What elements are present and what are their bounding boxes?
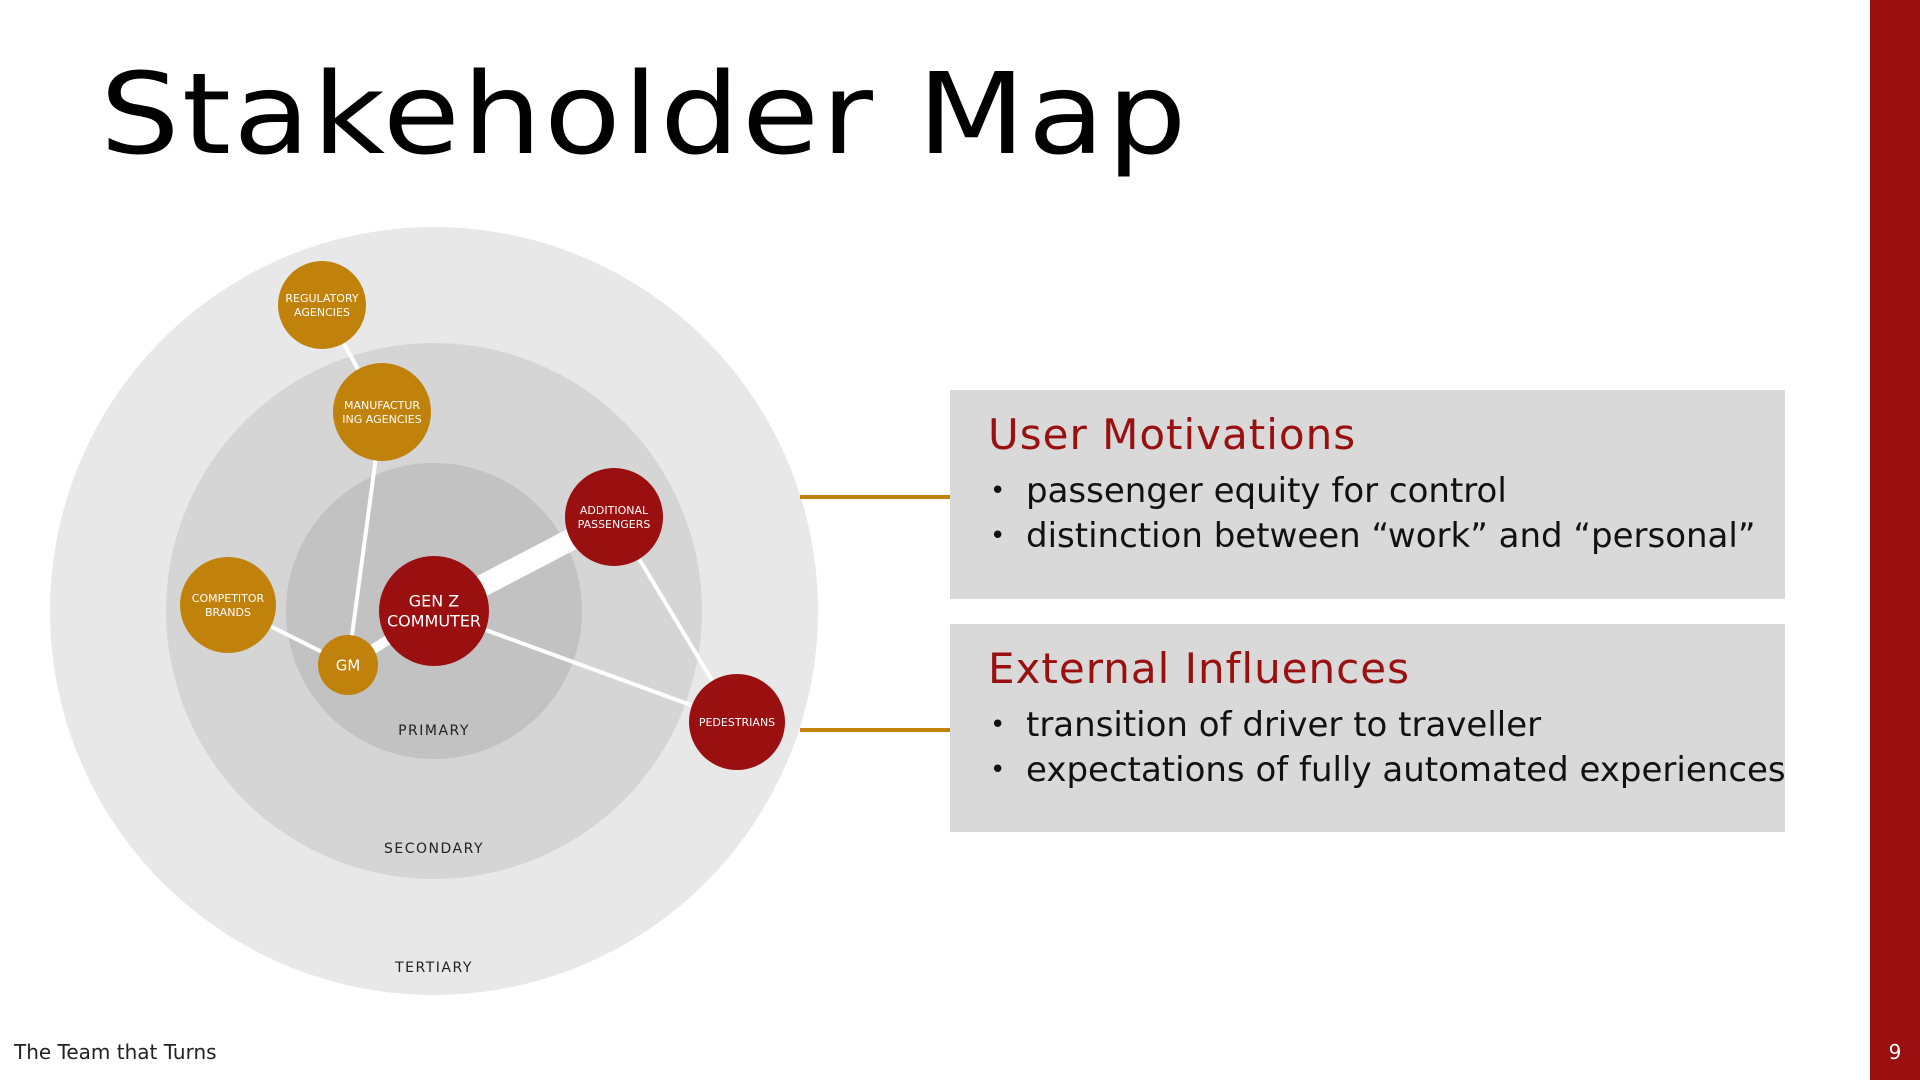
accent-sidebar: [1870, 0, 1920, 1080]
list-item: •expectations of fully automated experie…: [988, 748, 1786, 793]
node-label-line: COMPETITOR: [192, 592, 265, 605]
primary-ring-label: PRIMARY: [398, 723, 470, 739]
bullet-icon: •: [990, 755, 1006, 785]
node-label-line: ING AGENCIES: [342, 413, 421, 426]
secondary-ring-label: SECONDARY: [384, 841, 484, 857]
bullet-icon: •: [990, 476, 1006, 506]
node-gen-z-commuter: [379, 556, 489, 666]
node-label-pedestrians: PEDESTRIANS: [699, 716, 775, 729]
external-influences-panel: External Influences •transition of drive…: [950, 624, 1786, 832]
external-influences-list: •transition of driver to traveller •expe…: [988, 703, 1786, 793]
node-label-line: GEN Z: [409, 592, 460, 611]
footer-text: The Team that Turns: [14, 1040, 217, 1064]
node-pedestrians: [689, 674, 785, 770]
node-label-line: GM: [336, 656, 361, 674]
page-number: 9: [1888, 1040, 1902, 1064]
node-competitor-brands: [180, 557, 276, 653]
node-label-line: PASSENGERS: [578, 518, 651, 531]
node-gm: [318, 635, 378, 695]
bullet-icon: •: [990, 521, 1006, 551]
external-influences-heading: External Influences: [988, 644, 1410, 693]
node-regulatory-agencies: [278, 261, 366, 349]
tertiary-ring-label: TERTIARY: [394, 960, 473, 976]
user-motivations-list: •passenger equity for control •distincti…: [988, 469, 1785, 559]
user-motivations-panel: User Motivations •passenger equity for c…: [950, 390, 1785, 599]
node-label-gm: GM: [336, 656, 361, 674]
list-item: •passenger equity for control: [988, 469, 1785, 514]
bullet-icon: •: [990, 710, 1006, 740]
list-item: •transition of driver to traveller: [988, 703, 1785, 748]
node-label-line: ADDITIONAL: [580, 504, 649, 517]
node-additional-passengers: [565, 468, 663, 566]
list-item: •distinction between “work” and “persona…: [988, 514, 1785, 559]
node-label-line: COMMUTER: [387, 612, 481, 631]
user-motivations-heading: User Motivations: [988, 410, 1357, 459]
node-label-line: MANUFACTUR: [344, 399, 420, 412]
node-label-line: BRANDS: [205, 606, 251, 619]
node-label-line: PEDESTRIANS: [699, 716, 775, 729]
page-title: Stakeholder Map: [100, 50, 1189, 180]
node-manufacturing-agencies: [333, 363, 431, 461]
node-label-line: REGULATORY: [285, 292, 359, 305]
node-label-line: AGENCIES: [294, 306, 350, 319]
